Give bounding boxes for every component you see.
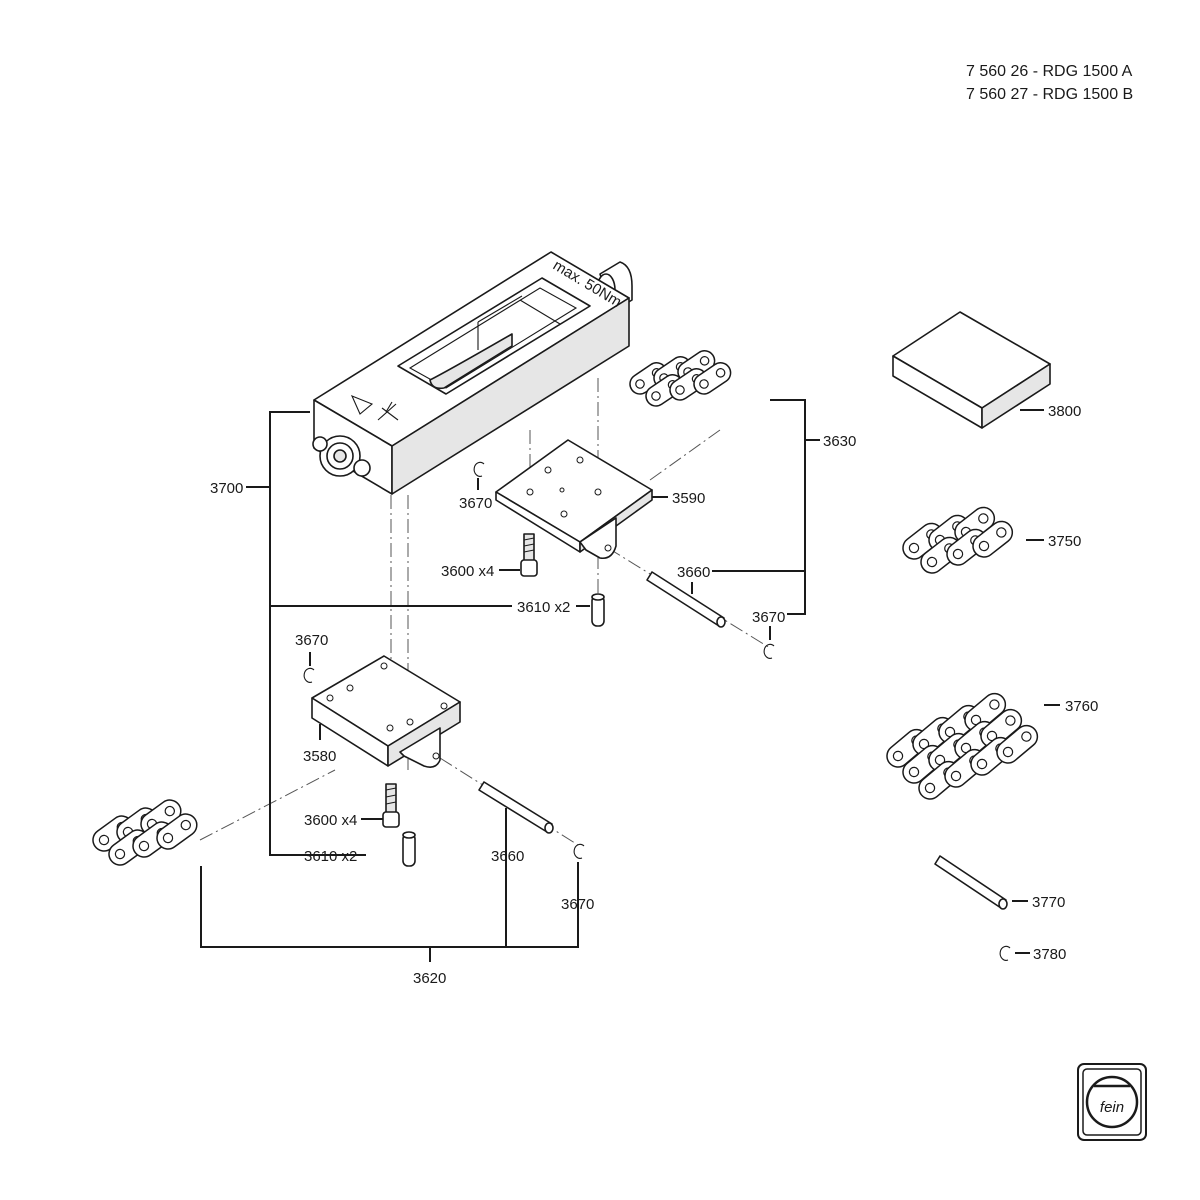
chain-3620: [92, 799, 198, 866]
label-3670-lower: 3670: [561, 896, 594, 913]
chain-3630: [629, 350, 732, 407]
dowel-3610-lower: [402, 831, 416, 867]
label-3670-right: 3670: [752, 609, 785, 626]
label-3670-left: 3670: [295, 632, 328, 649]
pin-3770: [934, 855, 1008, 910]
housing-3700: max. 50Nm: [312, 251, 633, 495]
model-header: 7 560 26 - RDG 1500 A 7 560 27 - RDG 150…: [966, 60, 1133, 106]
label-3610-upper: 3610 x2: [517, 599, 570, 616]
screw-3600-lower: [382, 783, 400, 828]
label-3600-upper: 3600 x4: [441, 563, 494, 580]
plate-3580: [311, 655, 461, 768]
label-3770: 3770: [1032, 894, 1065, 911]
chain-3760: [886, 692, 1039, 800]
model-line-b: 7 560 27 - RDG 1500 B: [966, 86, 1134, 103]
label-3660-upper: 3660: [677, 564, 710, 581]
label-3620: 3620: [413, 970, 446, 987]
label-3780: 3780: [1033, 946, 1066, 963]
label-3600-lower: 3600 x4: [304, 812, 357, 829]
dowel-3610-upper: [591, 593, 605, 627]
chain-plate: [972, 520, 1014, 558]
plate-3590: [495, 439, 653, 560]
pad-3800: [892, 311, 1051, 429]
label-3700: 3700: [210, 480, 243, 497]
model-line-a: 7 560 26 - RDG 1500 A: [966, 63, 1133, 80]
label-3610-lower: 3610 x2: [304, 848, 357, 865]
chain-plate: [156, 813, 198, 850]
pin-3660-upper: [646, 571, 726, 628]
circlip-icons: [303, 461, 1011, 961]
chain-plate: [693, 362, 732, 395]
assembly-axes: [199, 378, 771, 846]
chain-links: [92, 350, 1039, 866]
label-3630: 3630: [823, 433, 856, 450]
screw-3600-upper: [520, 533, 538, 577]
leader-lines: [200, 399, 1060, 962]
chain-3750: [902, 506, 1014, 574]
pin-3660-lower: [478, 781, 554, 834]
chain-plate: [996, 724, 1039, 764]
label-3660-lower: 3660: [491, 848, 524, 865]
label-3590: 3590: [672, 490, 705, 507]
label-3800: 3800: [1048, 403, 1081, 420]
logo-text: fein: [1100, 1099, 1124, 1116]
chain-plate: [980, 708, 1023, 748]
label-3670-upper: 3670: [459, 495, 492, 512]
part-labels: 3700 3630 3800 3590 3670 3600 x4 3660 36…: [210, 403, 1098, 987]
label-3760: 3760: [1065, 698, 1098, 715]
fein-logo-icon: fein: [1077, 1063, 1147, 1141]
label-3580: 3580: [303, 748, 336, 765]
label-3750: 3750: [1048, 533, 1081, 550]
